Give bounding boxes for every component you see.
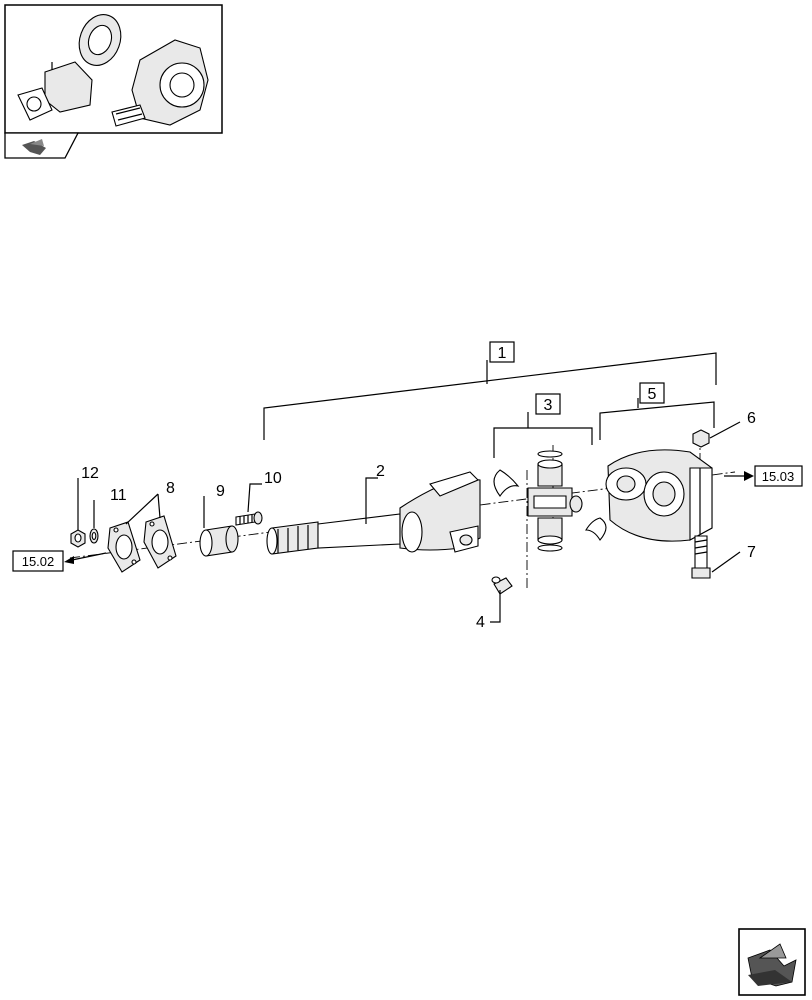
- callout-label-9: 9: [216, 483, 225, 500]
- callout-label-5: 5: [648, 386, 657, 403]
- part-5-clamp-yoke[interactable]: [605, 449, 713, 542]
- page-arrow-icon[interactable]: [4, 132, 80, 159]
- part-2-shaft-yoke[interactable]: [266, 471, 481, 555]
- callout-box-3: 3: [535, 393, 561, 415]
- leader-lines: [77, 421, 741, 623]
- part-9-bushing[interactable]: [199, 525, 239, 557]
- callout-label-12: 12: [81, 465, 99, 482]
- part-6-nut[interactable]: [692, 429, 710, 448]
- callout-label-7: 7: [747, 544, 756, 561]
- callout-box-5: 5: [639, 382, 665, 404]
- part-11-washer[interactable]: [89, 528, 99, 544]
- callout-label-3: 3: [544, 397, 553, 414]
- part-8-gasket-a[interactable]: [107, 521, 141, 573]
- thumbnail-flange-illustration: [78, 14, 122, 66]
- part-10-screw[interactable]: [235, 511, 263, 526]
- callout-label-6: 6: [747, 410, 756, 427]
- next-page-arrow-icon[interactable]: [738, 928, 806, 996]
- part-8-gasket-b[interactable]: [143, 515, 177, 569]
- callout-label-2: 2: [376, 463, 385, 480]
- reference-left[interactable]: 15.02: [12, 550, 107, 572]
- assembly-brackets: [263, 352, 717, 458]
- part-3-universal-joint-cross[interactable]: [493, 450, 607, 552]
- callout-box-1: 1: [489, 341, 515, 363]
- callout-label-4: 4: [476, 614, 485, 631]
- part-7-bolt[interactable]: [691, 535, 711, 579]
- assembly-thumbnail[interactable]: [4, 4, 223, 134]
- part-12-nut[interactable]: [70, 529, 86, 548]
- thumbnail-housing-illustration: [111, 39, 209, 127]
- part-4-grease-fitting[interactable]: [491, 576, 513, 596]
- callout-label-1: 1: [498, 345, 507, 362]
- callout-label-8: 8: [166, 480, 175, 497]
- callout-label-10: 10: [264, 470, 282, 487]
- thumbnail-bracket-illustration: [17, 61, 93, 121]
- reference-label-right: 15.03: [762, 469, 795, 484]
- reference-label-left: 15.02: [22, 554, 55, 569]
- reference-right[interactable]: 15.03: [724, 465, 803, 487]
- callout-label-11: 11: [110, 487, 127, 504]
